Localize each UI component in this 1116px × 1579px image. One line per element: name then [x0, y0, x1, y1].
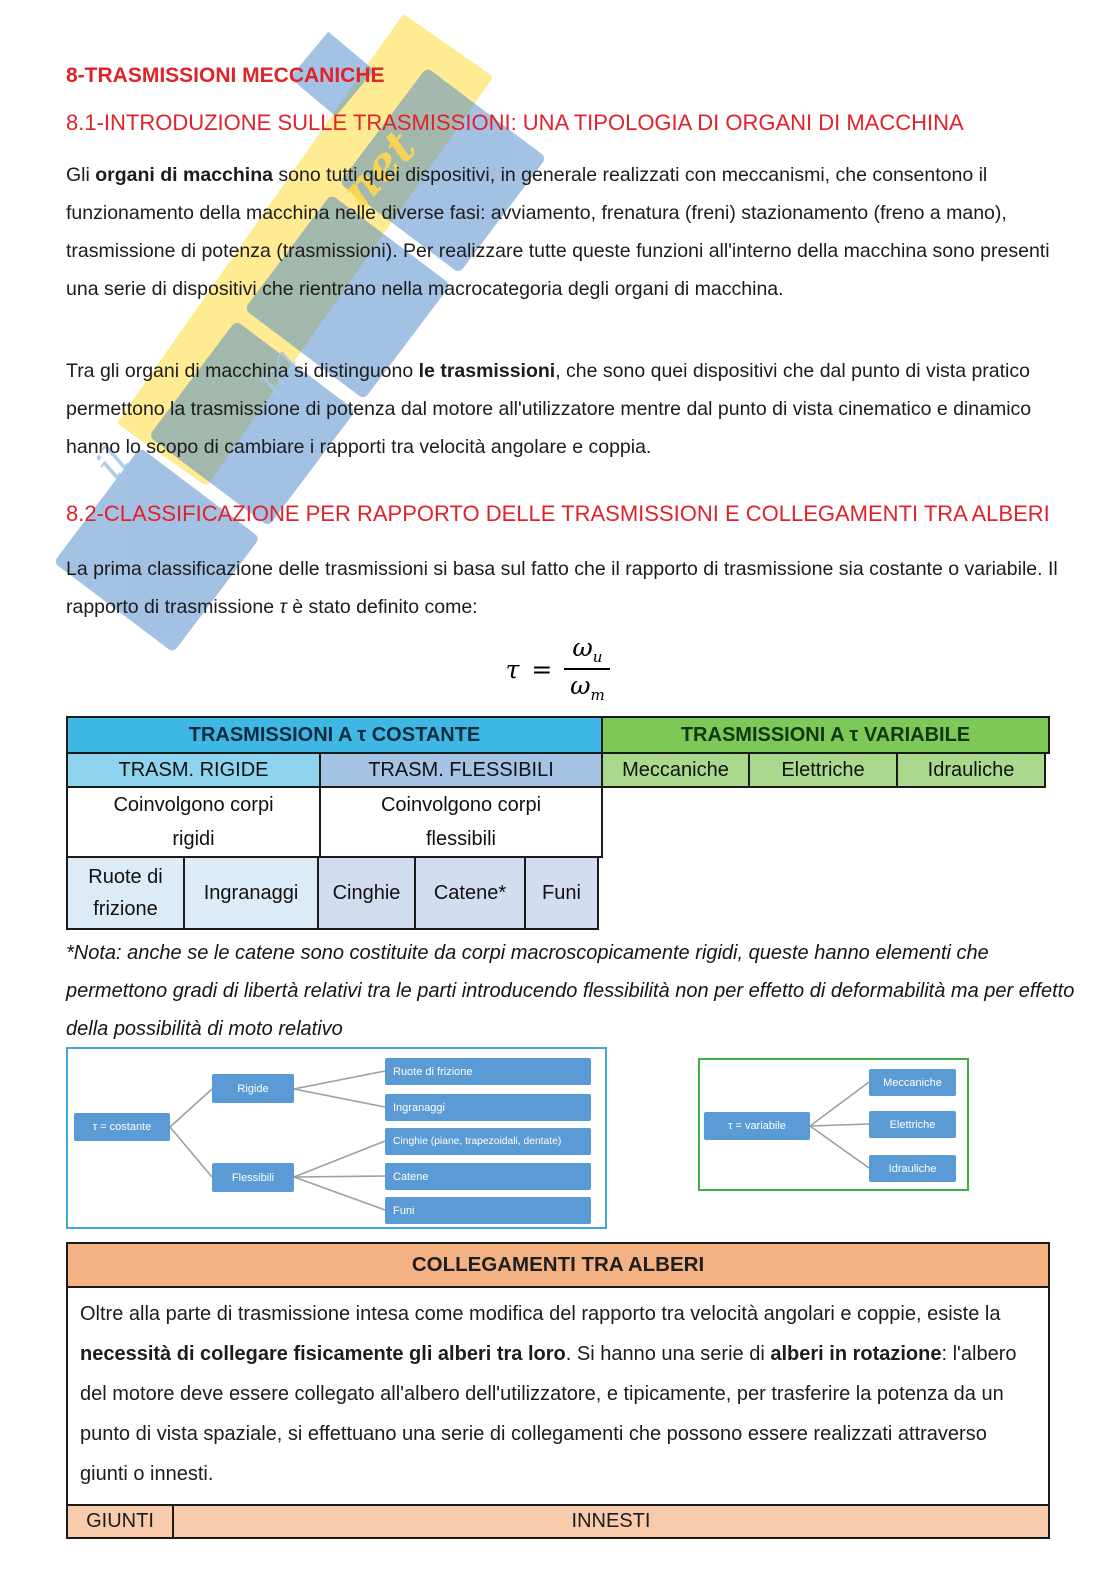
formula-numerator: ωu	[564, 633, 611, 671]
node-tau-variabile: τ = variabile	[704, 1112, 810, 1140]
formula-equals: =	[531, 654, 553, 684]
collegamenti-footer: GIUNTI INNESTI	[68, 1504, 1048, 1537]
leaf-ingranaggi: Ingranaggi	[385, 1094, 591, 1121]
note-catene: *Nota: anche se le catene sono costituit…	[66, 942, 1075, 1040]
leaf-ruote-di-frizione: Ruote di frizione	[385, 1058, 591, 1085]
cell-meccaniche: Meccaniche	[601, 752, 750, 788]
cell-ingranaggi: Ingranaggi	[183, 856, 319, 930]
formula-fraction: ωu ωm	[564, 633, 611, 705]
leaf-meccaniche: Meccaniche	[869, 1069, 956, 1096]
leaf-catene: Catene	[385, 1163, 591, 1190]
cell-elettriche: Elettriche	[748, 752, 898, 788]
paragraph-organi-di-macchina: Gli organi di macchina sono tutti quei d…	[66, 164, 1050, 300]
transmission-ratio-formula: τ = ωu ωm	[0, 633, 1116, 705]
subheader-rigide: TRASM. RIGIDE	[66, 752, 321, 788]
node-flessibili: Flessibili	[212, 1163, 294, 1192]
cell-ruote-di-frizione: Ruote di frizione	[66, 856, 185, 930]
node-tau-costante: τ = costante	[74, 1113, 170, 1141]
leaf-idrauliche: Idrauliche	[869, 1155, 956, 1182]
diagram-tau-variabile: τ = variabile Meccaniche Elettriche Idra…	[698, 1058, 969, 1191]
cell-idrauliche: Idrauliche	[896, 752, 1046, 788]
collegamenti-body: Oltre alla parte di trasmissione intesa …	[68, 1288, 1048, 1504]
collegamenti-header: COLLEGAMENTI TRA ALBERI	[68, 1244, 1048, 1288]
cell-innesti: INNESTI	[571, 1510, 651, 1532]
header-variabile: TRASMISSIONI A τ VARIABILE	[601, 716, 1050, 754]
subheader-flessibili: TRASM. FLESSIBILI	[319, 752, 603, 788]
paragraph-trasmissioni: Tra gli organi di macchina si distinguon…	[66, 360, 1032, 458]
cell-funi: Funi	[524, 856, 599, 930]
diagram-connector-lines	[809, 1081, 870, 1169]
cell-giunti: GIUNTI	[68, 1506, 174, 1537]
formula-tau: τ	[505, 654, 520, 684]
desc-corpi-rigidi: Coinvolgono corpi rigidi	[66, 786, 321, 858]
leaf-funi: Funi	[385, 1197, 591, 1224]
desc-corpi-flessibili: Coinvolgono corpi flessibili	[319, 786, 603, 858]
classification-table: TRASMISSIONI A τ COSTANTE TRASMISSIONI A…	[66, 716, 1050, 930]
leaf-elettriche: Elettriche	[869, 1111, 956, 1138]
node-rigide: Rigide	[212, 1074, 294, 1103]
cell-catene: Catene*	[414, 856, 526, 930]
section-8-1-heading: 8.1-INTRODUZIONE SULLE TRASMISSIONI: UNA…	[66, 110, 964, 135]
formula-denominator: ωm	[570, 671, 605, 705]
chapter-title: 8-TRASMISSIONI MECCANICHE	[66, 64, 385, 87]
collegamenti-table: COLLEGAMENTI TRA ALBERI Oltre alla parte…	[66, 1242, 1050, 1539]
section-8-2-heading: 8.2-CLASSIFICAZIONE PER RAPPORTO DELLE T…	[66, 501, 1050, 526]
leaf-cinghie: Cinghie (piane, trapezoidali, dentate)	[385, 1128, 591, 1155]
cell-cinghie: Cinghie	[317, 856, 416, 930]
diagram-connector-lines	[169, 1070, 386, 1211]
paragraph-classificazione: La prima classificazione delle trasmissi…	[66, 558, 1058, 618]
diagram-tau-costante: τ = costante Rigide Flessibili Ruote di …	[66, 1047, 607, 1229]
header-costante: TRASMISSIONI A τ COSTANTE	[66, 716, 603, 754]
